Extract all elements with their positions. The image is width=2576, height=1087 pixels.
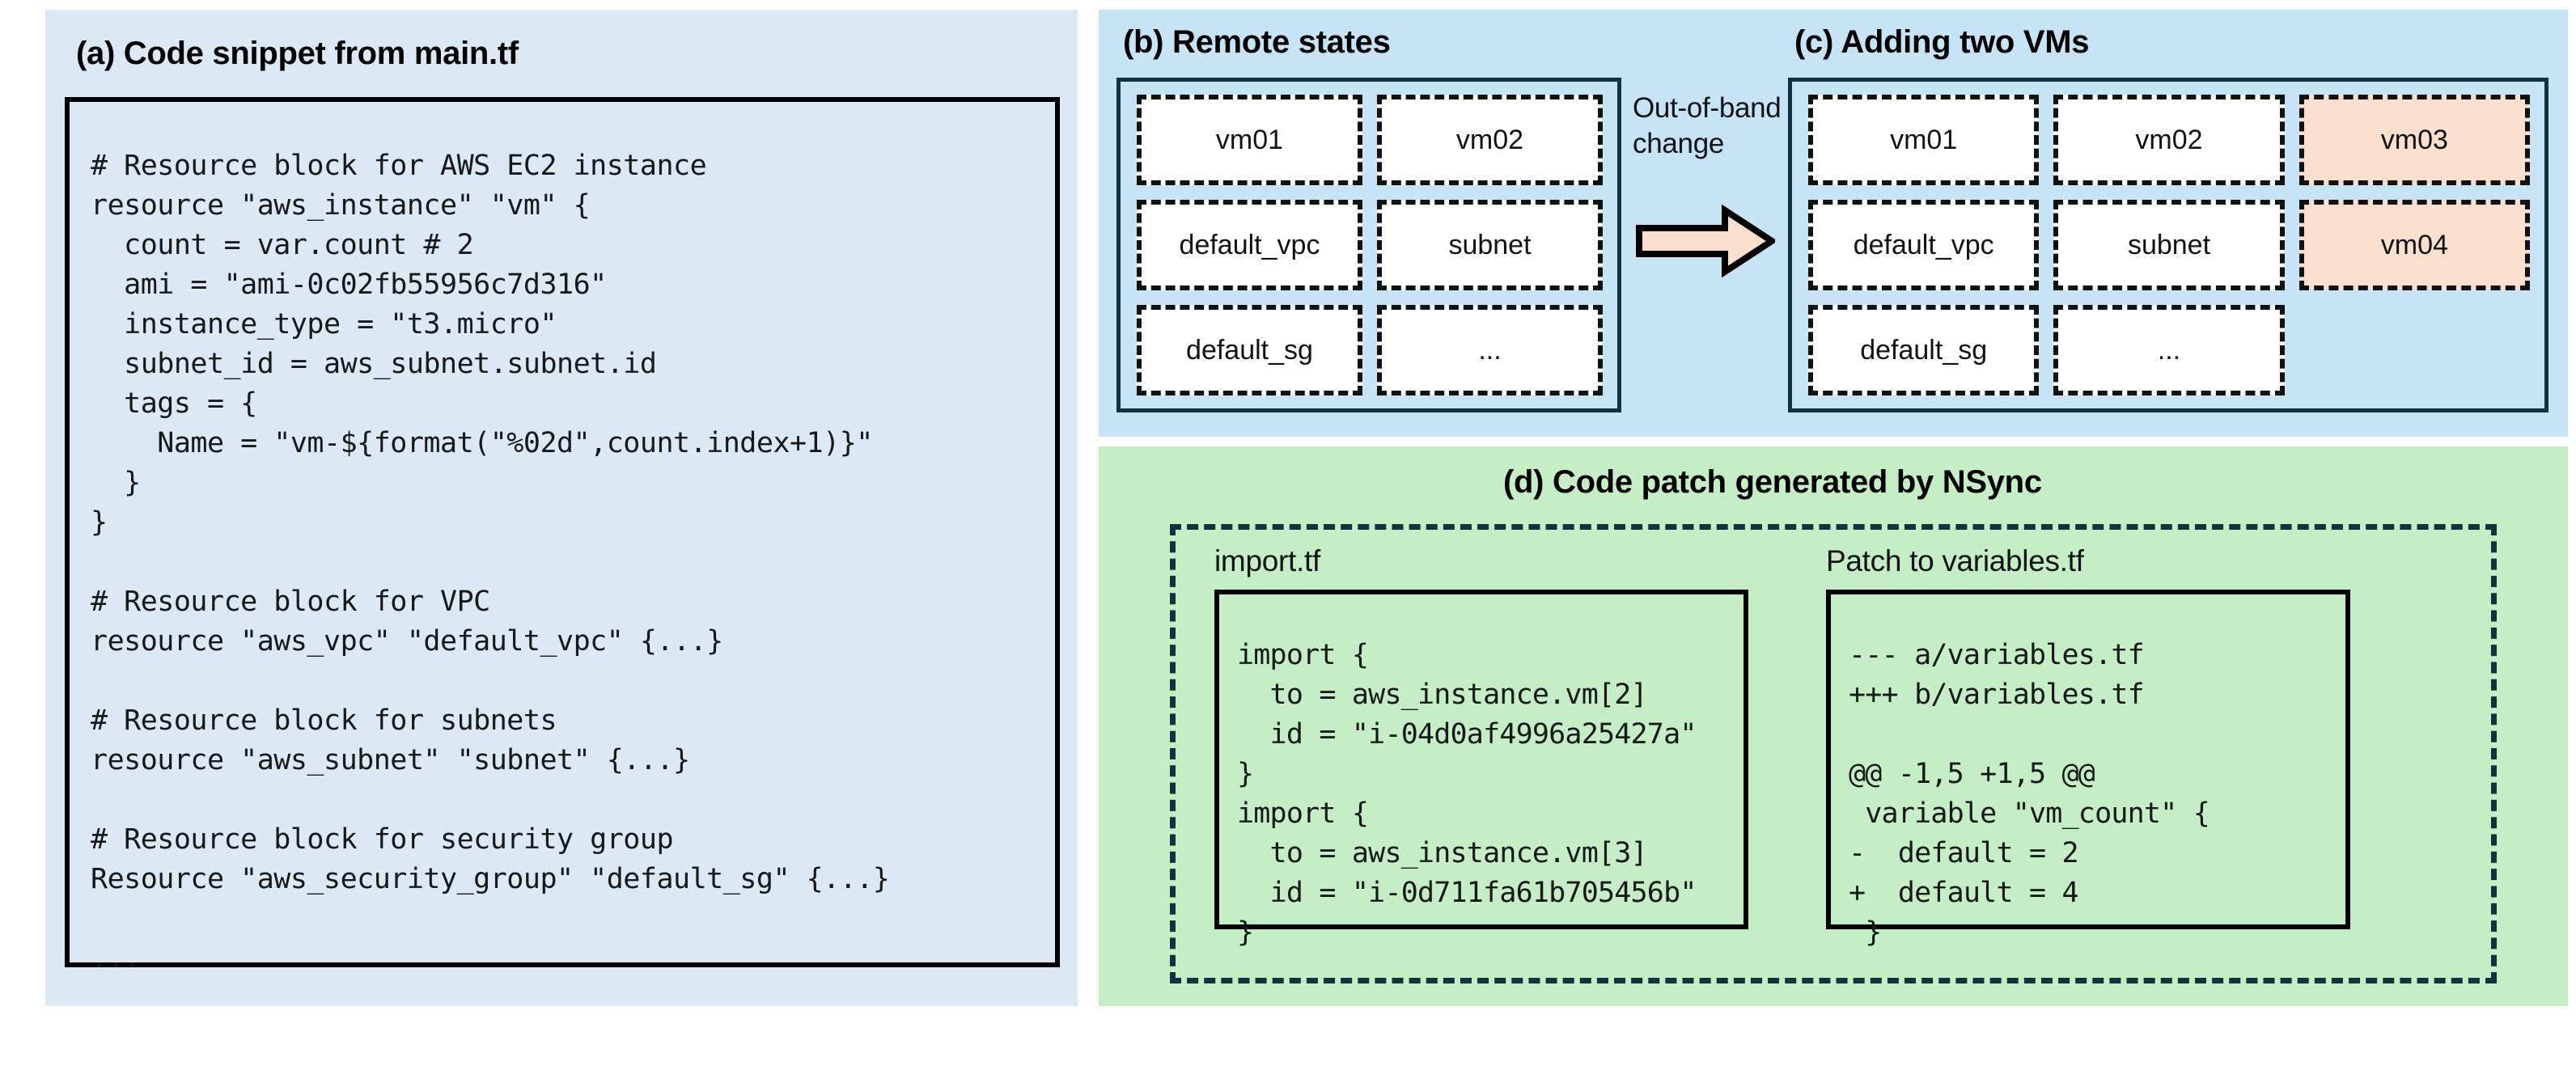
out-of-band-change-label: Out-of-band change: [1633, 92, 1782, 159]
panel-b-state-box: vm01 vm02 default_vpc subnet default_sg …: [1116, 78, 1621, 412]
import-file-title: import.tf: [1214, 544, 1320, 577]
patch-file-column: Patch to variables.tf --- a/variables.tf…: [1826, 544, 2376, 949]
panel-d-title: (d) Code patch generated by NSync: [1503, 464, 2042, 500]
resource-cell-empty: [2299, 305, 2530, 395]
resource-cell: subnet: [1377, 200, 1603, 290]
resource-cell-added: vm03: [2298, 95, 2530, 185]
panel-a-code-snippet: (a) Code snippet from main.tf # Resource…: [45, 10, 1078, 1006]
panel-c-state-box: vm01 vm02 vm03 default_vpc subnet vm04 d…: [1788, 78, 2548, 412]
resource-cell: default_vpc: [1808, 200, 2040, 290]
panel-c-resource-grid: vm01 vm02 vm03 default_vpc subnet vm04 d…: [1808, 95, 2530, 395]
panel-bc-region: (b) Remote states vm01 vm02 default_vpc …: [1099, 10, 2568, 437]
import-file-code-text: import { to = aws_instance.vm[2] id = "i…: [1237, 639, 1697, 949]
panel-a-code-text: # Resource block for AWS EC2 instance re…: [91, 150, 890, 975]
right-arrow-icon: [1636, 204, 1775, 278]
patch-file-code-text: --- a/variables.tf +++ b/variables.tf @@…: [1849, 639, 2210, 949]
resource-cell: default_sg: [1808, 305, 2040, 395]
panel-a-code-box: # Resource block for AWS EC2 instance re…: [65, 97, 1060, 975]
panel-d-dashed-container: import.tf import { to = aws_instance.vm[…: [1170, 524, 2497, 983]
resource-cell: vm02: [2053, 95, 2285, 185]
panel-d-code-patch: (d) Code patch generated by NSync import…: [1099, 446, 2568, 1006]
resource-cell: ...: [2053, 305, 2285, 395]
resource-cell: vm01: [1137, 95, 1362, 185]
resource-cell: default_vpc: [1137, 200, 1362, 290]
resource-cell: ...: [1377, 305, 1603, 395]
panel-c-title: (c) Adding two VMs: [1794, 24, 2090, 60]
transition-arrow-block: Out-of-band change: [1633, 91, 1786, 333]
panel-a-title: (a) Code snippet from main.tf: [76, 36, 519, 71]
resource-cell: vm01: [1808, 95, 2040, 185]
import-file-column: import.tf import { to = aws_instance.vm[…: [1214, 544, 1781, 949]
panel-b-title: (b) Remote states: [1123, 24, 1391, 60]
import-file-code-box: import { to = aws_instance.vm[2] id = "i…: [1214, 590, 1748, 949]
resource-cell-added: vm04: [2298, 200, 2530, 290]
resource-cell: subnet: [2053, 200, 2285, 290]
panel-b-resource-grid: vm01 vm02 default_vpc subnet default_sg …: [1137, 95, 1603, 395]
patch-file-code-box: --- a/variables.tf +++ b/variables.tf @@…: [1826, 590, 2350, 949]
resource-cell: vm02: [1377, 95, 1603, 185]
patch-file-title: Patch to variables.tf: [1826, 544, 2084, 577]
resource-cell: default_sg: [1137, 305, 1362, 395]
